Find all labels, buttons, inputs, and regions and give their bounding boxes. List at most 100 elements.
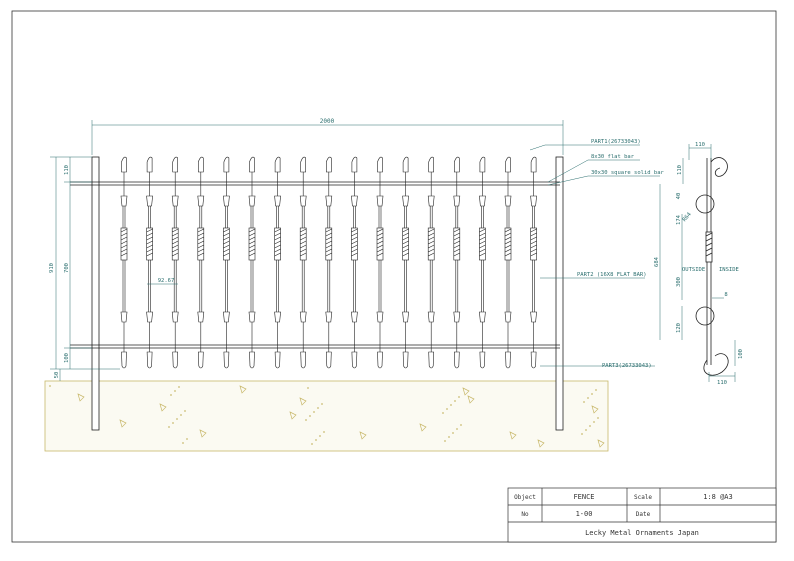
- aggregate-dot: [595, 389, 597, 391]
- dim-inner-height: 700: [64, 263, 70, 273]
- aggregate-mark: [509, 431, 517, 440]
- aggregate-dot: [307, 387, 309, 389]
- title-company: Lecky Metal Ornaments Japan: [585, 529, 699, 537]
- aggregate-dot: [442, 412, 444, 414]
- dim-ground-offset: 50: [54, 372, 60, 379]
- aggregate-dot: [182, 442, 184, 444]
- picket: [274, 156, 281, 369]
- picket: [299, 156, 307, 369]
- title-no-value: 1-00: [576, 510, 593, 518]
- aggregate-mark: [591, 405, 599, 414]
- bottom-rail: [70, 344, 560, 349]
- aggregate-mark: [597, 439, 605, 448]
- aggregate-dot: [581, 433, 583, 435]
- side-bottom-height: 100: [738, 349, 744, 359]
- picket: [402, 156, 409, 369]
- aggregate-dot: [176, 418, 178, 420]
- aggregate-dot: [170, 394, 172, 396]
- ground-slab: [44, 380, 609, 452]
- picket: [351, 156, 358, 369]
- label-part1: PART1(26733043): [591, 139, 641, 145]
- label-part3: PART3(26733043): [602, 363, 652, 369]
- title-object-label: Object: [514, 494, 536, 501]
- label-square-bar: 30x30 square solid bar: [591, 170, 665, 176]
- dim-top-offset: 110: [64, 165, 70, 175]
- picket: [530, 156, 537, 369]
- aggregate-mark: [199, 429, 207, 438]
- aggregate-mark: [419, 423, 427, 432]
- dim-bottom-offset: 100: [64, 353, 70, 363]
- dim-picket-gap: 92.67: [158, 278, 175, 284]
- aggregate-dot: [180, 414, 182, 416]
- picket: [427, 156, 435, 369]
- picket: [376, 156, 384, 369]
- aggregate-dot: [452, 432, 454, 434]
- side-top-height: 110: [677, 165, 683, 175]
- title-scale-label: Scale: [634, 494, 652, 501]
- title-scale-value: 1:8 @A3: [703, 493, 733, 501]
- title-block: [507, 487, 777, 543]
- aggregate-mark: [299, 397, 307, 406]
- aggregate-dot: [178, 386, 180, 388]
- picket: [479, 156, 486, 369]
- aggregate-mark: [537, 439, 545, 448]
- aggregate-dot: [589, 425, 591, 427]
- title-no-label: No: [521, 511, 529, 518]
- sheet-border: [11, 10, 777, 543]
- aggregate-dot: [456, 428, 458, 430]
- side-thickness: 8: [724, 292, 727, 298]
- aggregate-dot: [583, 401, 585, 403]
- aggregate-mark: [239, 385, 247, 394]
- aggregate-mark: [77, 393, 85, 402]
- aggregate-mark: [159, 403, 167, 412]
- aggregate-dot: [313, 411, 315, 413]
- pickets: [120, 156, 537, 369]
- label-inside: INSIDE: [719, 267, 739, 273]
- picket: [146, 156, 153, 369]
- title-date-label: Date: [636, 511, 651, 518]
- picket: [248, 156, 256, 369]
- side-view: [695, 157, 729, 376]
- side-view-dims: [659, 144, 736, 382]
- label-part2: PART2 (16X8 FLAT BAR): [577, 272, 647, 278]
- aggregate-dot: [309, 415, 311, 417]
- picket: [325, 156, 333, 369]
- picket: [504, 156, 512, 369]
- aggregate-dot: [323, 431, 325, 433]
- aggregate-mark: [289, 411, 297, 420]
- picket: [171, 156, 179, 369]
- aggregate-dot: [186, 438, 188, 440]
- picket: [197, 156, 205, 369]
- aggregate-dot: [49, 385, 51, 387]
- aggregate-dot: [448, 436, 450, 438]
- aggregate-mark: [119, 419, 127, 428]
- aggregate-mark: [467, 395, 475, 404]
- side-40: 40: [676, 193, 682, 200]
- picket: [223, 156, 230, 369]
- aggregate-dot: [305, 419, 307, 421]
- side-top-width: 110: [695, 142, 705, 148]
- side-height: 684: [654, 256, 660, 267]
- aggregate-dot: [319, 435, 321, 437]
- aggregate-dot: [321, 403, 323, 405]
- picket: [120, 156, 128, 369]
- side-bottom-width: 110: [717, 380, 727, 386]
- aggregate-dot: [172, 422, 174, 424]
- side-lower: 120: [676, 323, 682, 333]
- aggregate-dot: [446, 408, 448, 410]
- side-174: 174: [676, 214, 682, 225]
- title-object-value: FENCE: [573, 493, 594, 501]
- side-mid-height: 300: [676, 277, 682, 287]
- aggregate-dot: [174, 390, 176, 392]
- aggregate-dot: [311, 443, 313, 445]
- aggregate-dot: [454, 400, 456, 402]
- dimension-lines: [50, 120, 660, 381]
- aggregate-dot: [587, 397, 589, 399]
- aggregate-dot: [317, 407, 319, 409]
- label-flat-bar: 8x30 flat bar: [591, 154, 635, 160]
- aggregate-dot: [597, 417, 599, 419]
- left-post: [91, 156, 100, 431]
- dim-total-height: 910: [49, 263, 55, 273]
- label-outside: OUTSIDE: [682, 267, 705, 273]
- aggregate-dot: [184, 410, 186, 412]
